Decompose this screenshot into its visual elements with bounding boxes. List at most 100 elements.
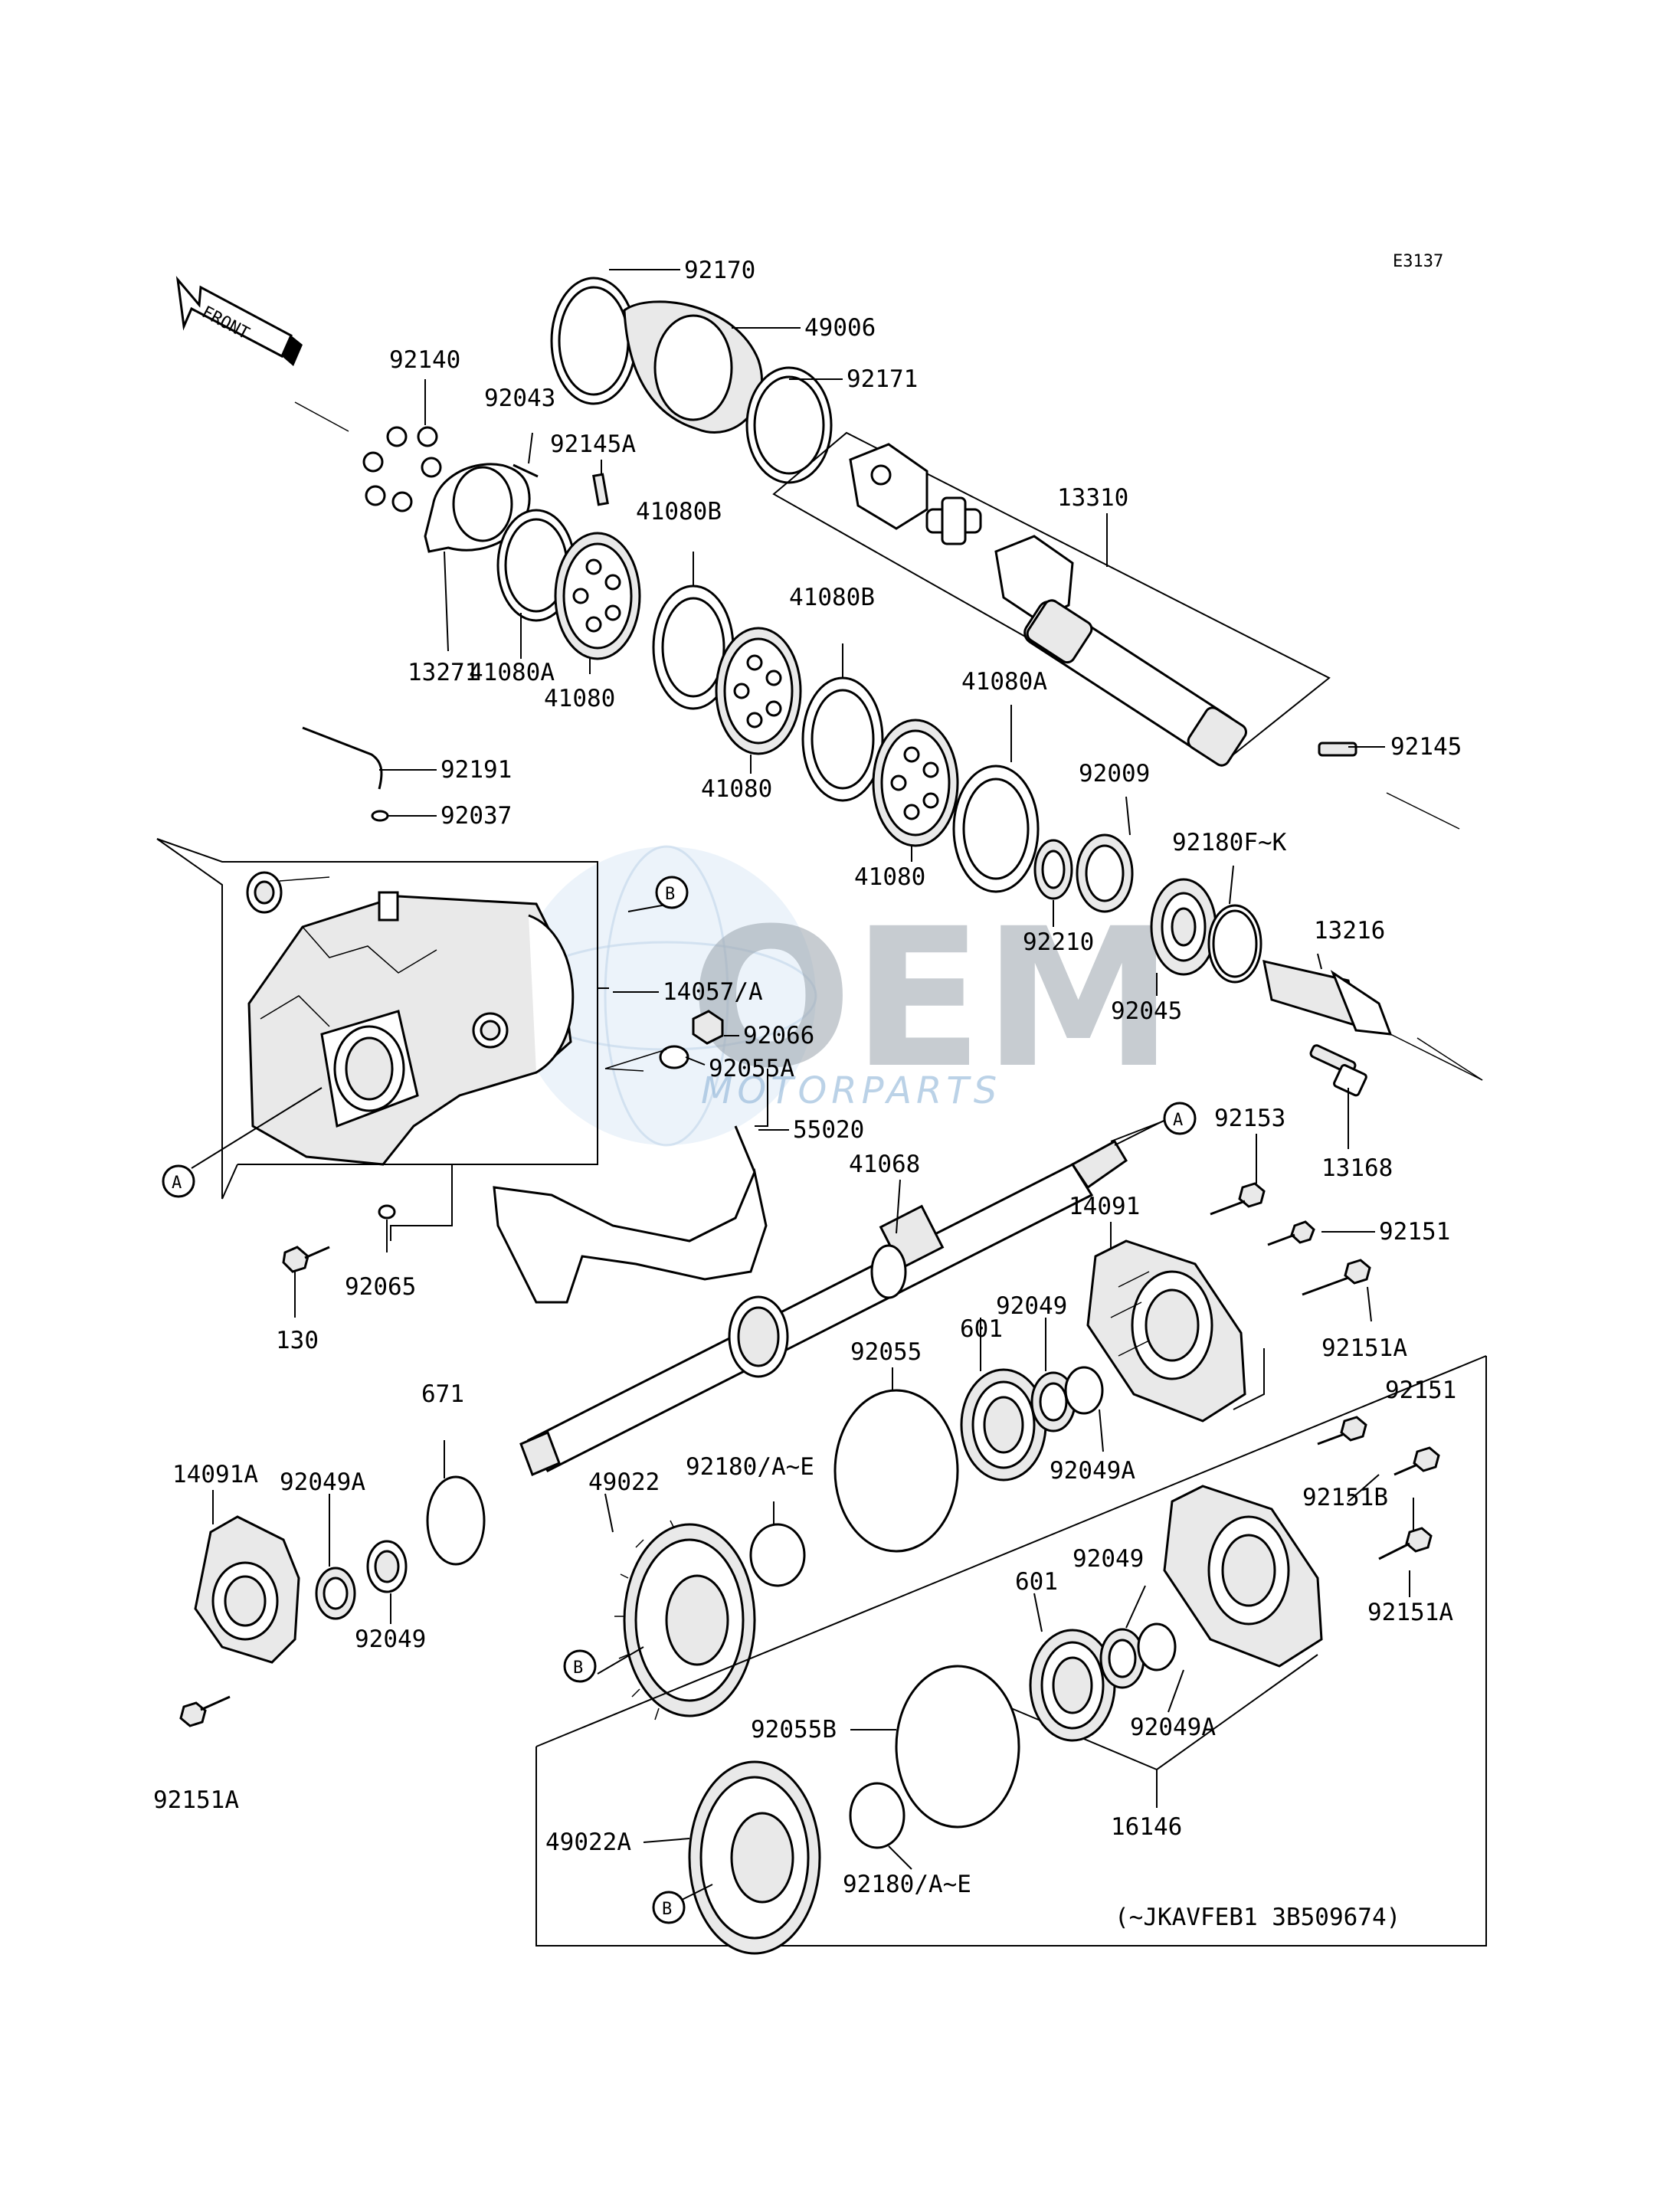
clutch-plate-41080B-2: [801, 676, 884, 802]
label-92145: 92145: [1390, 733, 1462, 761]
label-14091A: 14091A: [172, 1461, 258, 1488]
clutch-plate-41080A-2: [952, 765, 1040, 893]
label-41080B-2: 41080B: [789, 584, 875, 611]
label-14091: 14091: [1069, 1193, 1140, 1220]
shaft-41068: [519, 1118, 1169, 1476]
label-41080-1: 41080: [544, 685, 615, 712]
oil-seal-left: [246, 871, 330, 914]
label-601-2: 601: [1015, 1568, 1058, 1596]
seal-92049-3: [366, 1540, 408, 1593]
globe-watermark-icon: [517, 846, 816, 1145]
pinion-13216: [1262, 960, 1483, 1081]
label-92049-1: 92049: [996, 1292, 1067, 1320]
differential-case-14057A: [247, 891, 575, 1166]
label-92151A-2: 92151A: [1367, 1599, 1453, 1626]
label-13168: 13168: [1321, 1154, 1393, 1182]
label-92151A-3: 92151A: [153, 1786, 239, 1814]
bracket-55020: [493, 1167, 768, 1304]
bolt-92151B: [1317, 1416, 1367, 1446]
ref-b-marker: [652, 1891, 686, 1924]
ref-a-label-1: A: [172, 1174, 182, 1193]
label-92045: 92045: [1111, 997, 1182, 1025]
ref-a-label-2: A: [1173, 1111, 1183, 1130]
label-13216: 13216: [1314, 917, 1385, 945]
watermark-subtitle: MOTORPARTS: [701, 1069, 1001, 1112]
seal-92049A-3: [1137, 1622, 1177, 1671]
label-92065: 92065: [345, 1273, 416, 1301]
seal-92049A-2: [315, 1567, 356, 1620]
label-92049-2: 92049: [1073, 1545, 1144, 1573]
ball-92140: [362, 426, 442, 512]
seal-92210: [1033, 839, 1073, 900]
o-ring-92055: [833, 1389, 959, 1553]
ref-a-marker: [162, 1164, 195, 1198]
o-ring-92055A: [659, 1045, 689, 1069]
ring-gear-49022: [614, 1520, 756, 1721]
label-92043: 92043: [484, 385, 555, 412]
collar-92009: [1076, 833, 1134, 913]
breather-hose-92191: [302, 726, 383, 790]
case-box: [156, 838, 609, 1241]
shaft-13168: [1309, 1044, 1367, 1097]
label-92009: 92009: [1079, 760, 1150, 787]
label-130: 130: [276, 1327, 319, 1354]
label-92055A: 92055A: [709, 1055, 794, 1082]
friction-disc-41080-2: [715, 627, 802, 755]
label-92049A-1: 92049A: [280, 1468, 365, 1496]
seal-92049A-1: [1064, 1366, 1104, 1415]
label-49022A: 49022A: [545, 1829, 631, 1856]
bearing-601-1: [960, 1368, 1047, 1482]
plug-92066: [692, 1010, 724, 1045]
label-92171: 92171: [847, 365, 918, 393]
bolt-92151A-3: [179, 1695, 231, 1727]
bolt-92151A-2: [1378, 1527, 1433, 1560]
label-92153: 92153: [1214, 1105, 1285, 1132]
label-92180AE-2: 92180/A~E: [843, 1871, 971, 1898]
label-16146: 16146: [1111, 1813, 1182, 1841]
label-92180FK: 92180F~K: [1172, 829, 1287, 856]
label-92170: 92170: [684, 257, 755, 284]
bearing-housing-lower: [1163, 1485, 1323, 1668]
washer-92065: [378, 1204, 396, 1220]
propeller-shaft-13310: [772, 431, 1331, 767]
label-92191: 92191: [440, 756, 512, 784]
label-92151B: 92151B: [1302, 1484, 1388, 1511]
seal-92049-1: [1030, 1371, 1076, 1432]
watermark: OEM MOTORPARTS: [516, 845, 1174, 1147]
label-92151-2: 92151: [1385, 1377, 1456, 1404]
clip-92037: [371, 810, 389, 822]
o-ring-671: [426, 1475, 486, 1566]
clutch-pack-group: [294, 401, 1483, 1081]
shim-92180AE-1: [749, 1523, 806, 1587]
ref-a-marker: [1163, 1102, 1197, 1135]
label-671: 671: [421, 1380, 464, 1408]
label-92049A-3: 92049A: [1130, 1714, 1216, 1741]
label-92140: 92140: [389, 346, 460, 374]
watermark-brand: OEM: [689, 887, 1174, 1110]
boot-assembly: [550, 277, 833, 484]
label-41080A-2: 41080A: [961, 668, 1047, 696]
label-92210: 92210: [1023, 928, 1094, 956]
label-92145A: 92145A: [550, 431, 636, 458]
label-49006: 49006: [804, 314, 876, 342]
reference-markers: A A B B B: [162, 876, 1197, 1924]
label-92049-3: 92049: [355, 1626, 426, 1653]
label-92066: 92066: [743, 1022, 814, 1049]
seal-92049-2: [1099, 1628, 1145, 1689]
shim-92180AE-2: [849, 1782, 905, 1849]
label-92151-1: 92151: [1379, 1218, 1450, 1246]
label-41080-3: 41080: [854, 863, 925, 891]
label-41080-2: 41080: [701, 775, 772, 803]
bearing-601-2: [1029, 1629, 1116, 1742]
ring-gear-49022A: [688, 1760, 821, 1955]
ref-b-label-2: B: [573, 1658, 583, 1678]
part-labels: 92170 49006 92171 92140 92043 92145A 133…: [153, 257, 1462, 1898]
pin-92043: [513, 463, 539, 478]
bolt-92153: [1210, 1182, 1266, 1216]
front-arrow-icon: FRONT: [175, 276, 303, 366]
label-14057A: 14057/A: [663, 978, 763, 1006]
shim-92180FK: [1207, 904, 1262, 984]
label-92055: 92055: [850, 1338, 922, 1366]
ref-b-marker: [563, 1649, 597, 1683]
friction-disc-41080-1: [554, 532, 641, 660]
